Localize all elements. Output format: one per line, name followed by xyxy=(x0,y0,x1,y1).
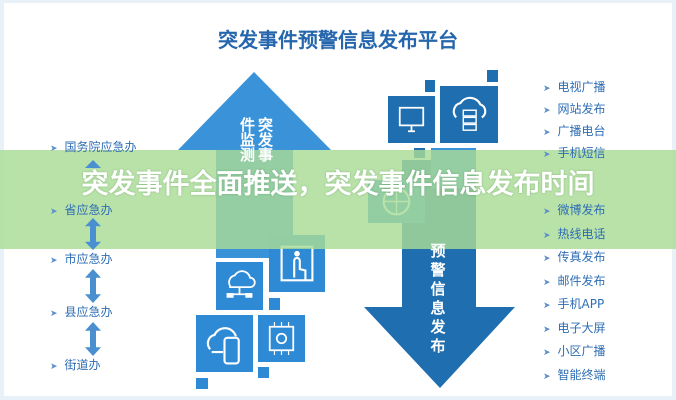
level-label: 街道办 xyxy=(64,358,101,372)
monitor-icon xyxy=(398,106,425,133)
cloud-network-icon xyxy=(226,270,256,298)
chevron-right-icon: ➤ xyxy=(543,348,551,358)
channel-item: ➤ 手机APP xyxy=(543,297,604,314)
channel-item: ➤ 邮件发布 xyxy=(543,274,606,291)
cloud-server-icon xyxy=(452,96,487,131)
channel-item: ➤ 网站发布 xyxy=(543,102,606,119)
channel-item: ➤ 微博发布 xyxy=(543,203,606,220)
chevron-right-icon: ➤ xyxy=(543,128,551,138)
chevron-right-icon: ➤ xyxy=(543,254,551,264)
channel-label: 电视广播 xyxy=(557,80,606,94)
level-label: 国务院应急办 xyxy=(64,140,137,154)
channel-item: ➤ 广播电台 xyxy=(543,124,606,141)
cloud-phone-tile xyxy=(196,315,253,372)
monitor-tile xyxy=(388,96,435,143)
double-arrow-icon xyxy=(85,218,101,250)
level-label: 省应急办 xyxy=(64,203,113,217)
chevron-right-icon: ➤ xyxy=(50,309,58,319)
chevron-right-icon: ➤ xyxy=(543,150,551,160)
channel-label: 网站发布 xyxy=(557,102,606,116)
chevron-right-icon: ➤ xyxy=(543,230,551,241)
double-arrow-icon xyxy=(85,322,101,356)
level-item: ➤ 省应急办 xyxy=(50,203,113,220)
channel-label: 小区广播 xyxy=(557,344,606,358)
channel-item: ➤ 电子大屏 xyxy=(543,321,606,338)
deco-square xyxy=(487,70,498,82)
deco-square xyxy=(425,80,435,92)
cloud-phone-icon xyxy=(206,327,240,365)
channel-item: ➤ 小区广播 xyxy=(543,344,606,361)
channel-label: 智能终端 xyxy=(557,367,606,382)
level-label: 市应急办 xyxy=(64,252,113,266)
chevron-right-icon: ➤ xyxy=(50,256,58,266)
diagram-title: 突发事件预警信息发布平台 xyxy=(218,28,458,52)
deco-square xyxy=(196,378,208,389)
channel-label: 广播电台 xyxy=(557,124,606,138)
chip-icon xyxy=(268,322,295,355)
down-arrow xyxy=(364,160,515,388)
chip-tile xyxy=(258,315,305,362)
channel-label: 手机短信 xyxy=(557,146,606,160)
level-item: ➤ 街道办 xyxy=(50,358,101,375)
channel-item: ➤ 传真发布 xyxy=(543,250,606,267)
channel-label: 手机APP xyxy=(557,297,605,311)
chevron-right-icon: ➤ xyxy=(543,84,551,94)
banner-overlay xyxy=(0,150,676,249)
channel-item: ➤ 手机短信 xyxy=(543,146,606,163)
level-item: ➤ 市应急办 xyxy=(50,252,113,269)
cloud-server-tile xyxy=(440,86,498,143)
deco-square xyxy=(269,298,280,310)
double-arrow-icon xyxy=(85,269,101,303)
chevron-right-icon: ➤ xyxy=(543,277,551,288)
channel-item: ➤ 电视广播 xyxy=(543,80,606,97)
down-arrow-label: 预警信息发布 xyxy=(430,242,446,355)
channel-label: 电子大屏 xyxy=(557,320,606,335)
channel-label: 热线电话 xyxy=(557,226,606,241)
channel-label: 传真发布 xyxy=(557,250,606,264)
channel-item: ➤ 热线电话 xyxy=(543,227,606,244)
channel-label: 邮件发布 xyxy=(557,273,606,288)
channel-label: 微博发布 xyxy=(557,203,606,217)
level-label: 县应急办 xyxy=(64,305,113,319)
chevron-right-icon: ➤ xyxy=(50,207,58,217)
up-arrow-label: 突发事件监测 xyxy=(238,116,274,162)
chevron-right-icon: ➤ xyxy=(50,144,58,154)
channel-item: ➤ 智能终端 xyxy=(543,368,606,385)
chevron-right-icon: ➤ xyxy=(543,207,551,217)
chevron-right-icon: ➤ xyxy=(543,371,551,382)
chevron-right-icon: ➤ xyxy=(543,324,551,335)
chevron-right-icon: ➤ xyxy=(543,301,551,311)
chevron-right-icon: ➤ xyxy=(543,106,551,116)
chevron-right-icon: ➤ xyxy=(50,362,58,372)
cloud-network-tile xyxy=(216,262,263,310)
double-arrow-icon xyxy=(85,160,101,168)
level-item: ➤ 国务院应急办 xyxy=(50,140,137,157)
banner-text: 突发事件全面推送，突发事件信息发布时间 xyxy=(81,169,595,200)
level-item: ➤ 县应急办 xyxy=(50,305,113,322)
deco-square xyxy=(258,367,269,378)
